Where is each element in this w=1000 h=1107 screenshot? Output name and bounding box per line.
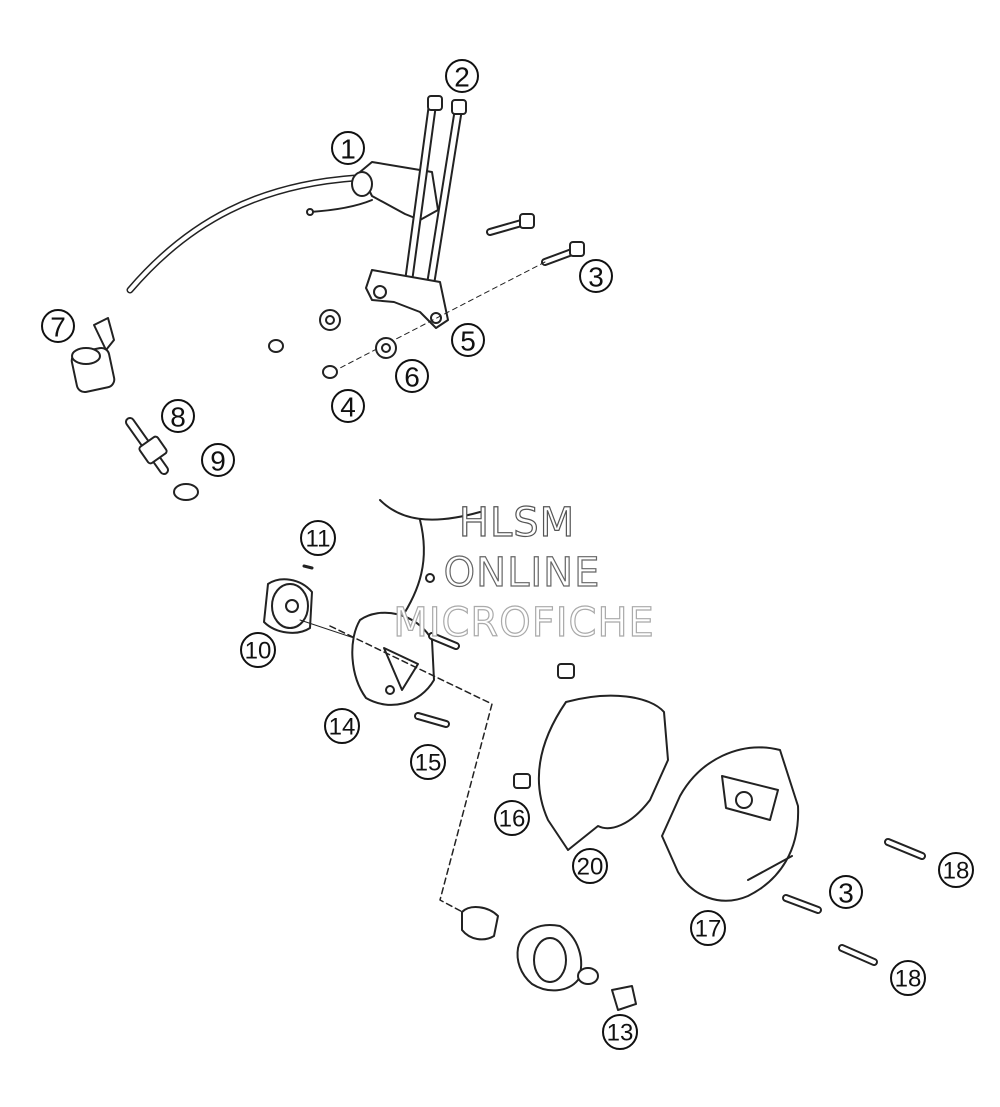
svg-text:14: 14 (329, 714, 356, 741)
callout-14: 14 (324, 708, 360, 744)
rotor-part (263, 578, 361, 641)
callout-15: 15 (410, 744, 446, 780)
callout-2: 2 (445, 59, 479, 93)
callout-4: 4 (331, 389, 365, 423)
svg-text:10: 10 (245, 638, 272, 665)
svg-text:16: 16 (499, 806, 526, 833)
callout-1: 1 (331, 131, 365, 165)
callout-10: 10 (240, 632, 276, 668)
callout-5: 5 (451, 323, 485, 357)
svg-text:7: 7 (50, 312, 66, 343)
gasket-part (537, 694, 669, 851)
svg-text:4: 4 (340, 392, 356, 423)
svg-text:3: 3 (588, 262, 604, 293)
callouts: 1 2 3 4 5 6 7 8 9 10 11 13 14 15 16 17 1… (41, 59, 974, 1050)
svg-text:17: 17 (695, 916, 722, 943)
svg-text:20: 20 (577, 854, 604, 881)
svg-text:1: 1 (340, 134, 356, 165)
callout-13: 13 (602, 1014, 638, 1050)
svg-text:15: 15 (415, 750, 442, 777)
svg-text:3: 3 (838, 878, 854, 909)
watermark-line-1: HLSM (459, 500, 575, 546)
stator-screws-part (414, 632, 460, 728)
watermark-line-2: ONLINE (444, 550, 601, 596)
stator-part (351, 499, 481, 706)
svg-text:9: 9 (210, 446, 226, 477)
cover-screws-part (782, 838, 926, 966)
svg-text:6: 6 (404, 362, 420, 393)
nuts-washers-part (268, 309, 397, 379)
callout-9: 9 (201, 443, 235, 477)
svg-text:18: 18 (943, 858, 970, 885)
callout-6: 6 (395, 359, 429, 393)
coil-bracket-part (365, 269, 449, 329)
svg-text:5: 5 (460, 326, 476, 357)
callout-18-lower: 18 (890, 960, 926, 996)
spark-plug-cap-part (70, 317, 116, 394)
dowel-pins-part (513, 663, 575, 789)
ignition-coil-part (126, 161, 439, 294)
watermark-line-3: MICROFICHE (393, 600, 655, 646)
callout-18-upper: 18 (938, 852, 974, 888)
sealing-ring-part (173, 483, 199, 501)
crank-gear-part (461, 906, 637, 1011)
svg-text:2: 2 (454, 62, 470, 93)
callout-3-top: 3 (579, 259, 613, 293)
spark-plug-part (125, 417, 169, 475)
callout-11: 11 (300, 520, 336, 556)
callout-20: 20 (572, 848, 608, 884)
callout-17: 17 (690, 910, 726, 946)
callout-16: 16 (494, 800, 530, 836)
svg-text:8: 8 (170, 402, 186, 433)
svg-text:11: 11 (306, 526, 331, 553)
callout-7: 7 (41, 309, 75, 343)
watermark: HLSM ONLINE MICROFICHE (393, 499, 655, 646)
svg-text:18: 18 (895, 966, 922, 993)
woodruff-key-part (302, 564, 314, 570)
bracket-screws-part (339, 213, 585, 369)
callout-3-bottom: 3 (829, 875, 863, 909)
ignition-cover-part (661, 746, 800, 902)
callout-8: 8 (161, 399, 195, 433)
svg-text:13: 13 (607, 1020, 634, 1047)
coil-bolts-part (401, 95, 467, 305)
